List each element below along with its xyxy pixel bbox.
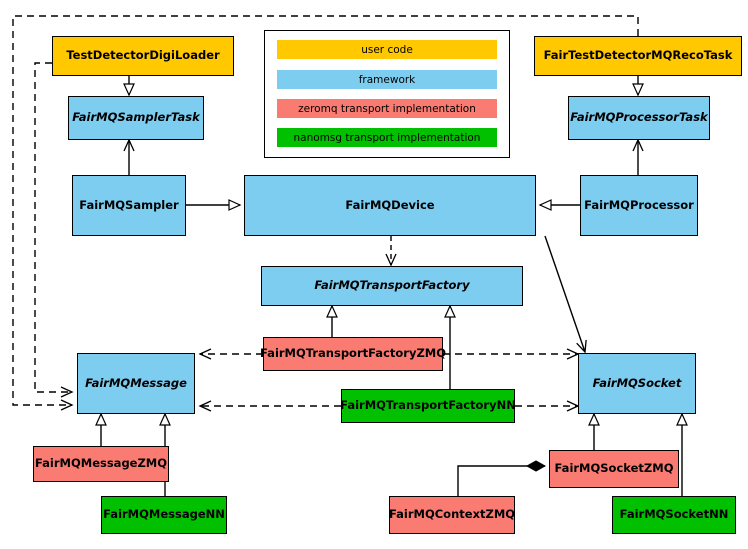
class-box-fairmqprocessor[interactable]: FairMQProcessor — [580, 175, 698, 236]
class-label: FairMQProcessorTask — [570, 110, 708, 125]
class-label: FairMQProcessor — [584, 197, 694, 212]
class-box-fairmqcontextzmq[interactable]: FairMQContextZMQ — [389, 496, 515, 534]
legend-label: nanomsg transport implementation — [293, 131, 481, 144]
class-label: TestDetectorDigiLoader — [66, 48, 220, 63]
legend-label: framework — [358, 73, 416, 86]
class-label: FairMQTransportFactoryNN — [340, 398, 516, 413]
class-box-fairmqprocessortask[interactable]: FairMQProcessorTask — [568, 96, 710, 140]
legend-item-zeromq: zeromq transport implementation — [277, 99, 497, 118]
class-label: FairMQMessageZMQ — [34, 456, 168, 471]
class-box-fairtestdetectormqrecotask[interactable]: FairTestDetectorMQRecoTask — [534, 36, 742, 76]
legend-item-framework: framework — [277, 70, 497, 89]
legend-item-nanomsg: nanomsg transport implementation — [277, 128, 497, 147]
class-box-fairmqsocketzmq[interactable]: FairMQSocketZMQ — [549, 450, 679, 488]
class-box-fairmqmessagenn[interactable]: FairMQMessageNN — [101, 496, 227, 534]
class-label: FairMQTransportFactoryZMQ — [260, 346, 447, 361]
class-label: FairMQSamplerTask — [72, 110, 200, 125]
class-box-fairmqtransportfactorynn[interactable]: FairMQTransportFactoryNN — [340, 389, 516, 423]
class-box-fairmqsocket[interactable]: FairMQSocket — [578, 353, 696, 414]
class-label: FairMQTransportFactory — [314, 278, 470, 293]
class-box-fairmqsocketnn[interactable]: FairMQSocketNN — [612, 496, 736, 534]
class-label: FairMQSocketNN — [619, 507, 729, 522]
legend-panel: user code framework zeromq transport imp… — [264, 30, 510, 158]
legend-label: user code — [361, 43, 413, 56]
class-box-testdetectordigiloader[interactable]: TestDetectorDigiLoader — [52, 36, 234, 76]
class-box-fairmqtransportfactoryzmq[interactable]: FairMQTransportFactoryZMQ — [260, 337, 447, 371]
class-box-fairmqsamplertask[interactable]: FairMQSamplerTask — [68, 96, 204, 140]
class-box-fairmqsampler[interactable]: FairMQSampler — [72, 175, 186, 236]
class-box-fairmqtransportfactory[interactable]: FairMQTransportFactory — [261, 266, 523, 306]
class-label: FairMQMessageNN — [103, 507, 225, 522]
class-label: FairMQSampler — [79, 197, 179, 212]
class-label: FairTestDetectorMQRecoTask — [543, 48, 733, 63]
class-label: FairMQDevice — [345, 197, 435, 212]
legend-item-user-code: user code — [277, 40, 497, 59]
class-label: FairMQSocketZMQ — [554, 461, 674, 476]
class-label: FairMQMessage — [85, 375, 187, 390]
class-box-fairmqmessage[interactable]: FairMQMessage — [77, 353, 195, 414]
class-box-fairmqmessagezmq[interactable]: FairMQMessageZMQ — [33, 446, 169, 482]
legend-label: zeromq transport implementation — [298, 102, 476, 115]
class-label: FairMQSocket — [592, 375, 682, 390]
class-box-fairmqdevice[interactable]: FairMQDevice — [244, 175, 536, 236]
class-label: FairMQContextZMQ — [388, 507, 516, 522]
